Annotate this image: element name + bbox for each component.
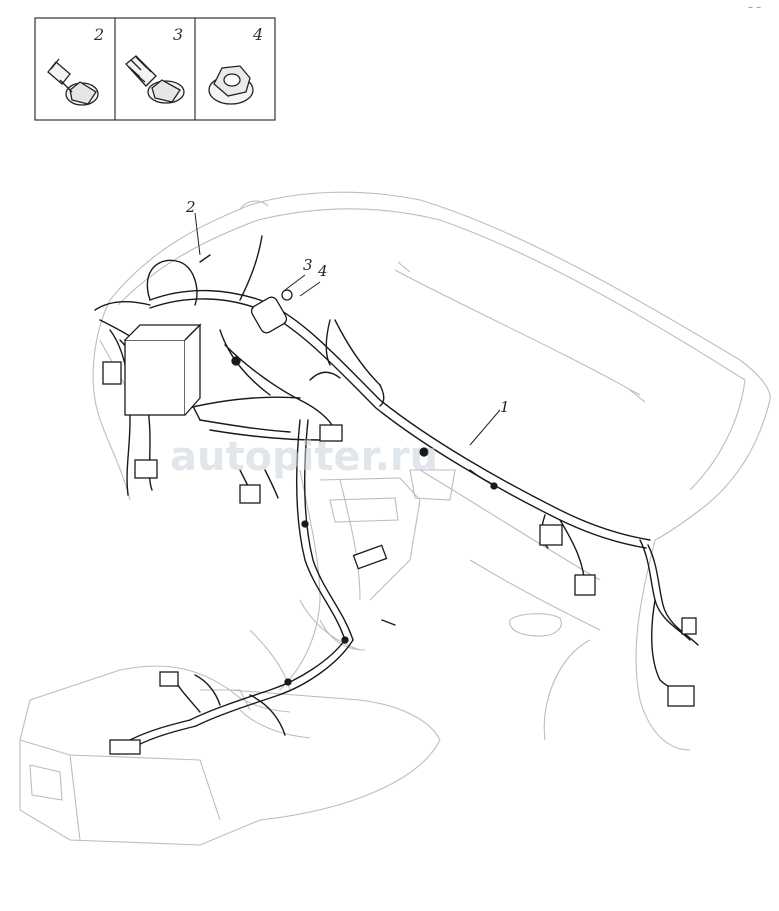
connector bbox=[681, 617, 697, 635]
harness-connectors bbox=[102, 289, 697, 755]
callout-leader-1 bbox=[469, 409, 501, 446]
dashboard-outline bbox=[19, 191, 771, 846]
parts-panel: 2 3 4 bbox=[34, 17, 276, 121]
callout-label-4: 4 bbox=[317, 262, 328, 280]
watermark-logo: autopiter.ru bbox=[170, 434, 438, 480]
callout-label-3: 3 bbox=[303, 256, 313, 274]
hex-nut-icon bbox=[208, 65, 254, 105]
connector bbox=[574, 574, 596, 596]
connector bbox=[539, 524, 563, 546]
corner-mark: – – bbox=[748, 2, 761, 13]
connector bbox=[250, 296, 288, 334]
connector bbox=[159, 671, 179, 687]
callouts bbox=[194, 212, 501, 446]
part-number-4: 4 bbox=[252, 25, 263, 44]
part-cell-4: 4 bbox=[208, 25, 263, 105]
connector bbox=[352, 544, 388, 570]
callout-label-2: 2 bbox=[185, 198, 196, 216]
connector bbox=[239, 484, 261, 504]
part-cell-2: 2 bbox=[47, 25, 104, 106]
flange-bolt-icon bbox=[47, 58, 99, 106]
connector bbox=[667, 685, 695, 707]
connector bbox=[134, 459, 158, 479]
connector bbox=[102, 361, 122, 385]
connector bbox=[319, 424, 343, 442]
callout-label-1: 1 bbox=[500, 398, 510, 416]
part-number-3: 3 bbox=[173, 25, 183, 44]
threaded-bolt-icon bbox=[125, 55, 185, 104]
connector bbox=[109, 739, 141, 755]
part-cell-3: 3 bbox=[125, 25, 185, 104]
callout-leader-4 bbox=[299, 281, 321, 297]
callout-leader-3 bbox=[284, 274, 306, 291]
part-number-2: 2 bbox=[93, 25, 104, 44]
relay-box bbox=[124, 339, 186, 416]
callout-leader-2 bbox=[194, 212, 201, 256]
